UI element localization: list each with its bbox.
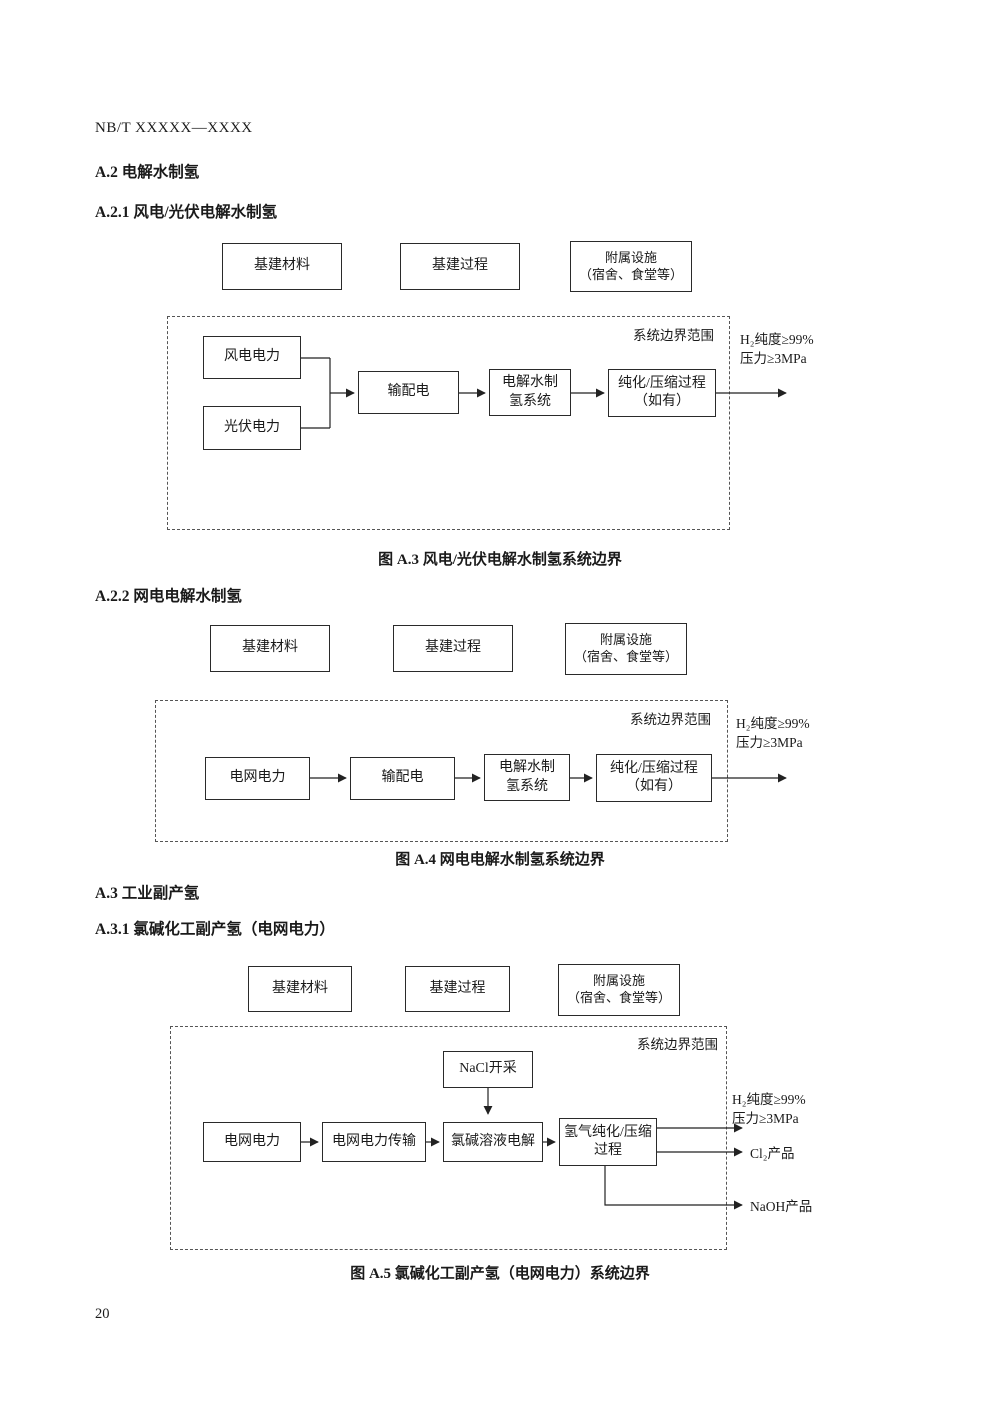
d1-box-construction-materials: 基建材料 [222,243,342,290]
d2-box-auxiliary-facilities: 附属设施 （宿舍、食堂等） [565,623,687,675]
heading-a31: A.3.1 氯碱化工副产氢（电网电力） [95,921,335,938]
d1-boundary-label: 系统边界范围 [633,328,714,343]
d3-box-h2-purification: 氢气纯化/压缩 过程 [559,1118,657,1166]
heading-a2: A.2 电解水制氢 [95,164,200,181]
d1-box-construction-process: 基建过程 [400,243,520,290]
d3-output-cl2-label: Cl₂产品 [750,1146,795,1161]
d1-box-power-transmission: 输配电 [358,371,459,414]
heading-a22: A.2.2 网电电解水制氢 [95,588,242,605]
d3-box-construction-materials: 基建材料 [248,966,352,1012]
d2-box-construction-process: 基建过程 [393,625,513,672]
d1-box-auxiliary-facilities: 附属设施 （宿舍、食堂等） [570,241,692,292]
page-number: 20 [95,1306,110,1322]
d3-boundary-label: 系统边界范围 [637,1037,718,1052]
d3-box-chlor-alkali-electrolysis: 氯碱溶液电解 [443,1122,543,1162]
doc-code: NB/T XXXXX—XXXX [95,120,253,136]
d1-box-wind-power: 风电电力 [203,336,301,379]
d1-box-purification: 纯化/压缩过程 （如有） [608,369,716,417]
d3-box-grid-power-transmission: 电网电力传输 [322,1122,426,1162]
d2-output-label: H₂纯度≥99% 压力≥3MPa [736,716,810,750]
d2-box-purification: 纯化/压缩过程 （如有） [596,754,712,802]
d1-figure-caption: 图 A.3 风电/光伏电解水制氢系统边界 [378,552,622,568]
d3-box-nacl-mining: NaCl开采 [443,1051,533,1088]
d2-boundary-label: 系统边界范围 [630,712,711,727]
d3-box-construction-process: 基建过程 [405,966,510,1012]
heading-a3: A.3 工业副产氢 [95,885,200,902]
d2-box-electrolysis-system: 电解水制 氢系统 [484,754,570,801]
d2-box-construction-materials: 基建材料 [210,625,330,672]
d3-output-h2-label: H₂纯度≥99% 压力≥3MPa [732,1092,806,1126]
d3-output-naoh-label: NaOH产品 [750,1199,813,1214]
d1-box-pv-power: 光伏电力 [203,406,301,450]
d3-box-grid-power: 电网电力 [203,1122,301,1162]
d1-box-electrolysis-system: 电解水制 氢系统 [489,369,571,416]
d2-box-grid-power: 电网电力 [205,757,310,800]
heading-a21: A.2.1 风电/光伏电解水制氢 [95,204,278,221]
d1-output-label: H₂纯度≥99% 压力≥3MPa [740,332,814,366]
d2-figure-caption: 图 A.4 网电电解水制氢系统边界 [395,852,605,868]
d2-box-power-transmission: 输配电 [350,757,455,800]
d3-box-auxiliary-facilities: 附属设施 （宿舍、食堂等） [558,964,680,1016]
d3-figure-caption: 图 A.5 氯碱化工副产氢（电网电力）系统边界 [350,1266,650,1282]
